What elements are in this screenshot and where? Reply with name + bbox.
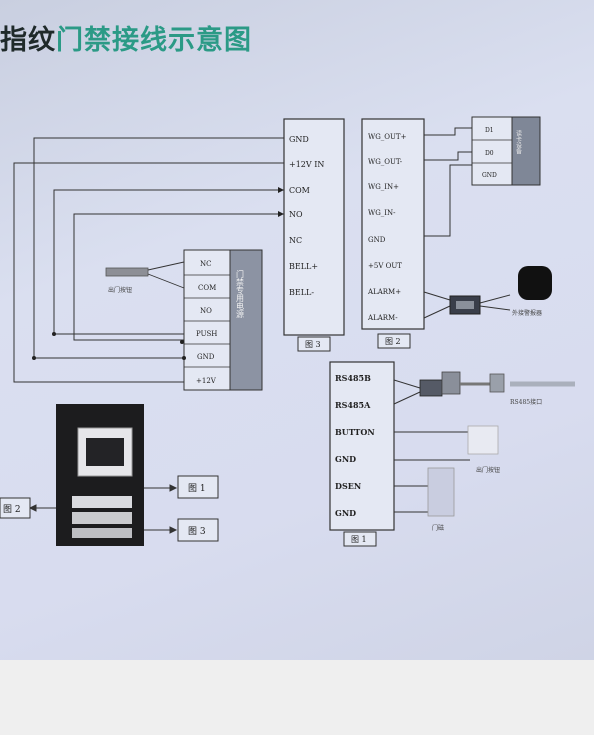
alarm-label: 外接警报器 xyxy=(512,309,542,317)
lock-pin-3: PUSH xyxy=(196,330,217,338)
wg-pin-0: D1 xyxy=(485,127,494,134)
wg-side-label: 读卡设备 xyxy=(515,129,522,155)
fig1-pin-1: RS485A xyxy=(335,400,371,410)
fig2-pin-5: +5V OUT xyxy=(368,262,402,270)
ref-fig3-box xyxy=(177,518,219,542)
door-sensor-label: 门磁 xyxy=(432,524,444,532)
rs485-connector xyxy=(419,379,443,397)
fig1-pin-2: BUTTON xyxy=(335,427,375,437)
fig2-pin-6: ALARM+ xyxy=(367,288,401,296)
title-main: 门禁接线示意图 xyxy=(56,25,252,56)
lock-side-panel xyxy=(229,249,263,391)
fig2-caption-box xyxy=(377,333,411,349)
fig1-pin-0: RS485B xyxy=(335,373,371,383)
diagram-title: 指纹门禁接线示意图 xyxy=(0,18,252,57)
fig3-pin-1: +12V IN xyxy=(289,160,324,169)
fig2-pin-2: WG_IN+ xyxy=(368,183,399,191)
wg-pin-2: GND xyxy=(482,172,497,179)
fig1-pin-3: GND xyxy=(335,454,356,464)
fig1-caption: 图 1 xyxy=(351,535,367,544)
lock-pin-2: NO xyxy=(200,307,212,315)
wg-side-panel xyxy=(511,116,541,186)
button-label: 出门按钮 xyxy=(476,466,500,474)
lock-side-label: 门禁专用电源 xyxy=(236,269,245,319)
fig2-box xyxy=(361,118,425,330)
title-prefix: 指纹 xyxy=(0,25,56,56)
fig1-caption-box xyxy=(343,531,377,547)
rs485-label: RS485接口 xyxy=(510,398,542,406)
fig3-caption-box xyxy=(297,336,331,352)
fig2-pin-4: GND xyxy=(368,236,386,244)
ref-fig1-label: 图 1 xyxy=(188,483,206,494)
fig3-box xyxy=(283,118,345,336)
lock-box xyxy=(183,249,231,391)
fig3-lock-wires xyxy=(13,137,284,383)
fig3-pin-4: NC xyxy=(289,236,302,245)
fig1-wires xyxy=(393,379,470,513)
button-device xyxy=(467,425,499,455)
fig2-pin-3: WG_IN- xyxy=(368,209,396,217)
terminal-block-1 xyxy=(72,496,132,508)
ref-fig1-box xyxy=(177,475,219,499)
alarm-wires xyxy=(423,291,511,319)
fig2-wg-wires xyxy=(424,127,472,237)
exit-button-device xyxy=(105,267,149,277)
fig2-pin-7: ALARM- xyxy=(367,314,398,322)
wg-pin-1: D0 xyxy=(485,150,494,157)
fig3-pin-3: NO xyxy=(289,210,303,219)
terminal-block-3 xyxy=(72,528,132,538)
fig2-pin-0: WG_OUT+ xyxy=(368,133,407,141)
ref-fig2-box xyxy=(0,497,31,519)
fig3-pin-2: COM xyxy=(289,186,310,195)
fig3-pin-0: GND xyxy=(289,135,309,144)
fig2-caption: 图 2 xyxy=(385,337,401,346)
lock-pin-4: GND xyxy=(197,353,215,361)
fig1-pin-4: DSEN xyxy=(335,481,361,491)
ref-fig2-label: 图 2 xyxy=(3,504,21,515)
fig3-pin-5: BELL+ xyxy=(289,262,318,271)
exit-button-label: 出门按钮 xyxy=(108,286,132,294)
door-sensor-device xyxy=(427,467,455,517)
lock-pin-5: +12V xyxy=(196,377,217,385)
alarm-siren-icon xyxy=(518,266,552,300)
lock-pin-1: COM xyxy=(198,284,216,292)
fig2-pin-1: WG_OUT- xyxy=(368,158,403,166)
lock-pin-0: NC xyxy=(200,260,211,268)
fig1-pin-5: GND xyxy=(335,508,356,518)
fig3-pin-6: BELL- xyxy=(289,288,314,297)
wire-arrows xyxy=(32,187,284,360)
fig1-box xyxy=(329,361,395,531)
fig3-caption: 图 3 xyxy=(305,340,321,349)
table-surface xyxy=(0,660,594,735)
terminal-block-2 xyxy=(72,512,132,524)
ref-fig3-label: 图 3 xyxy=(188,526,206,537)
